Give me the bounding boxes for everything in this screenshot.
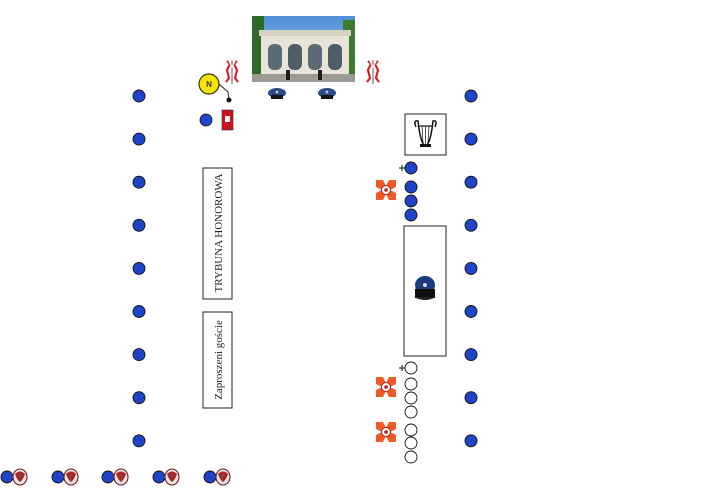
stand-label: Zaproszeni goście xyxy=(213,320,225,400)
soldier-marker-empty xyxy=(404,405,418,419)
soldier-marker-empty xyxy=(404,391,418,405)
position-marker xyxy=(199,113,213,127)
commander-marker xyxy=(404,161,418,175)
right-marker-column xyxy=(464,89,478,448)
eagle-emblem-icon xyxy=(164,468,180,486)
soldier-marker-empty xyxy=(404,436,418,450)
soldier-marker-empty xyxy=(404,377,418,391)
position-marker xyxy=(203,470,217,484)
sentry-box-icon xyxy=(221,109,234,131)
regimental-banner-icon xyxy=(376,377,396,397)
soldier-marker xyxy=(404,180,418,194)
soldier-marker-empty xyxy=(404,423,418,437)
position-marker xyxy=(464,391,478,405)
formation-column xyxy=(399,161,418,464)
soldier-marker xyxy=(404,194,418,208)
left-marker-column xyxy=(132,89,146,448)
position-marker xyxy=(464,348,478,362)
eagle-emblem-icon xyxy=(215,468,231,486)
officer-cap-icon xyxy=(268,88,286,99)
position-marker xyxy=(132,175,146,189)
stand-box-honorowa: TRYBUNA HONOROWA xyxy=(202,167,233,300)
flag-icon xyxy=(366,60,380,84)
stand-label: TRYBUNA HONOROWA xyxy=(213,174,225,293)
soldier-marker xyxy=(404,208,418,222)
company-box xyxy=(403,225,447,357)
position-marker xyxy=(101,470,115,484)
position-marker xyxy=(132,218,146,232)
compass-letter: N xyxy=(206,80,212,89)
position-marker xyxy=(51,470,65,484)
soldier-marker-empty xyxy=(404,450,418,464)
position-marker xyxy=(132,348,146,362)
officer-cap-icon xyxy=(414,276,436,300)
position-marker xyxy=(464,175,478,189)
bottom-row xyxy=(0,468,231,486)
soldier-marker-empty xyxy=(404,361,418,375)
position-marker xyxy=(464,132,478,146)
monument-photo xyxy=(252,16,355,82)
position-marker xyxy=(464,218,478,232)
officer-cap-icon xyxy=(318,88,336,99)
compass-icon: N xyxy=(198,73,232,103)
position-marker xyxy=(132,391,146,405)
position-marker xyxy=(464,434,478,448)
position-marker xyxy=(464,89,478,103)
eagle-emblem-icon xyxy=(63,468,79,486)
regimental-banner-icon xyxy=(376,180,396,200)
stand-box-goscie: Zaproszeni goście xyxy=(202,311,233,409)
position-marker xyxy=(0,470,14,484)
eagle-emblem-icon xyxy=(113,468,129,486)
position-marker xyxy=(132,261,146,275)
regimental-banner-icon xyxy=(376,422,396,442)
orchestra-box xyxy=(404,113,447,156)
position-marker xyxy=(464,261,478,275)
position-marker xyxy=(152,470,166,484)
position-marker xyxy=(132,434,146,448)
position-marker xyxy=(132,132,146,146)
position-marker xyxy=(132,89,146,103)
lyre-icon xyxy=(414,120,437,147)
position-marker xyxy=(132,305,146,318)
banner-group xyxy=(376,180,396,442)
position-marker xyxy=(464,305,478,318)
flag-icon xyxy=(225,60,239,84)
eagle-emblem-icon xyxy=(12,468,28,486)
